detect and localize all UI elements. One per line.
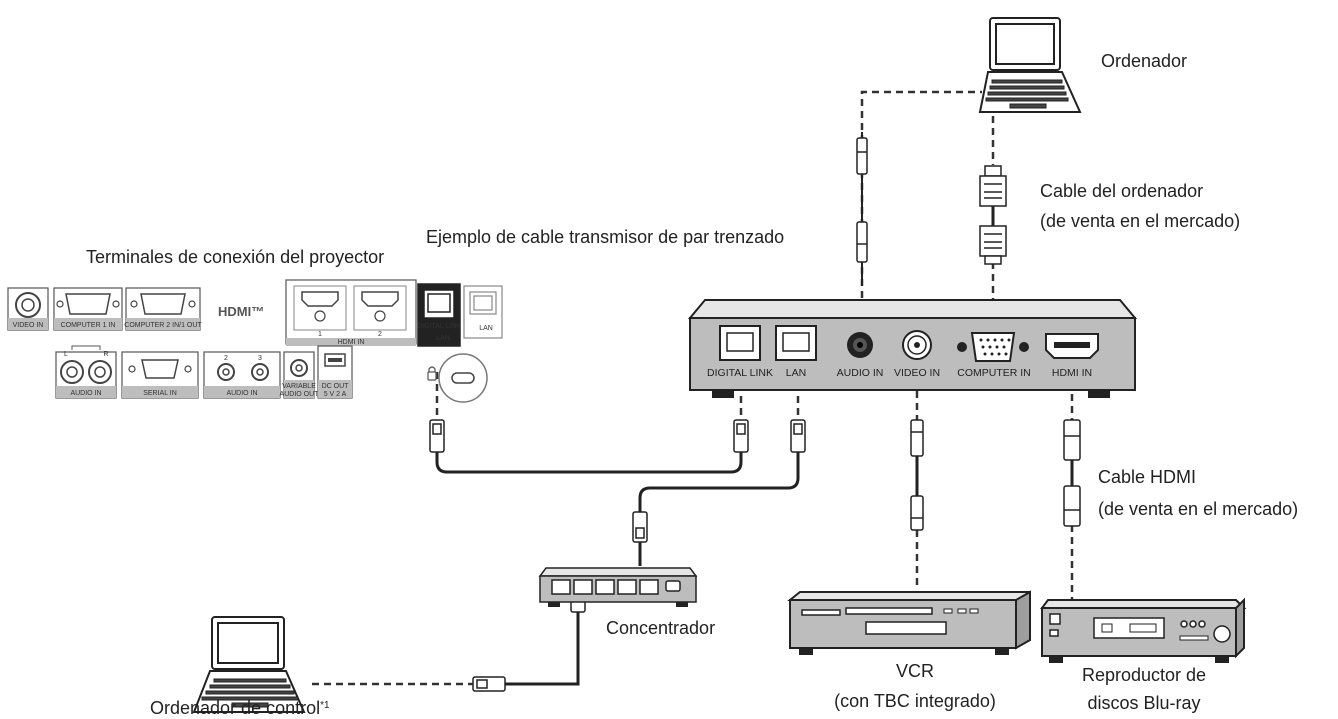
panel-label-audio-2: 2	[224, 355, 228, 362]
panel-round-button	[438, 353, 488, 403]
panel-security-lock-icon	[427, 366, 437, 381]
digital-link-twisted-pair-cable	[435, 452, 743, 474]
port-label-video-in: VIDEO IN	[894, 367, 940, 379]
audio-mini-jack-cable	[856, 132, 868, 286]
label-vcr-1: VCR	[895, 661, 934, 681]
label-bluray-1: Reproductor de	[1081, 665, 1207, 685]
panel-audio-in-lr	[55, 345, 117, 399]
panel-label-digital-link: DIGITAL LINK	[417, 323, 461, 330]
label-concentrador: Concentrador	[606, 618, 716, 638]
panel-video-in	[7, 287, 49, 331]
panel-label-variable-audio-out-2: AUDIO OUT	[280, 391, 320, 398]
panel-dc-out	[317, 345, 353, 399]
lan-cable-to-hub	[638, 452, 800, 514]
port-label-digital-link: DIGITAL LINK	[707, 367, 773, 379]
panel-label-audio-in-1: AUDIO IN	[70, 390, 101, 397]
rj45-connector-hub-top	[632, 511, 648, 543]
rj45-connector-control-pc	[472, 676, 506, 692]
hub-to-control-lan	[505, 612, 580, 686]
rj45-connector-projector	[429, 419, 445, 453]
label-cable-hdmi-1: Cable HDMI	[1098, 467, 1197, 487]
port-label-hdmi-in: HDMI IN	[1052, 367, 1092, 379]
panel-label-audio-r: R	[103, 351, 108, 358]
label-cable-ordenador-1: Cable del ordenador	[1040, 181, 1204, 201]
panel-computer1-in	[53, 287, 123, 331]
panel-lan	[463, 285, 503, 339]
panel-label-audio-l: L	[64, 351, 68, 358]
rca-video-cable	[910, 419, 924, 531]
transmitter-digital-link-port	[719, 325, 761, 361]
panel-label-hdmi-in: HDMI IN	[338, 339, 365, 346]
label-control-pc: Ordenador de control*1	[150, 695, 330, 719]
transmitter-lan-port	[775, 325, 817, 361]
laptop-control-pc-icon	[192, 616, 306, 713]
panel-label-variable-audio-out-1: VARIABLE	[282, 383, 316, 390]
solid-cables	[435, 452, 800, 686]
panel-audio-in-23	[203, 351, 281, 399]
label-cable-ordenador-2: (de venta en el mercado)	[1040, 211, 1241, 231]
transmitter-computer-in-port	[957, 332, 1029, 362]
panel-label-digital-link-lan: LAN	[436, 335, 450, 342]
hub-concentrador	[538, 567, 698, 607]
label-terminales: Terminales de conexión del proyector	[86, 247, 385, 267]
rj45-connector-transmitter-dl	[733, 419, 749, 453]
label-ordenador: Ordenador	[1101, 51, 1188, 71]
panel-computer2-in	[125, 287, 201, 331]
label-vcr-2: (con TBC integrado)	[834, 691, 996, 711]
label-control-pc-footnote: *1	[320, 700, 330, 711]
transmitter-hdmi-in-port	[1045, 333, 1099, 359]
projector-terminal-panel: VIDEO IN COMPUTER 1 IN COMPUTER 2 IN/1 O…	[7, 279, 503, 403]
panel-label-dc-out-1: DC OUT	[322, 383, 350, 390]
hdmi-cable	[1063, 419, 1081, 527]
port-label-audio-in: AUDIO IN	[837, 367, 884, 379]
panel-variable-audio-out	[283, 351, 315, 399]
panel-label-hdmi-1: 1	[318, 331, 322, 338]
panel-label-computer1-in: COMPUTER 1 IN	[61, 322, 116, 329]
panel-label-audio-in-2: AUDIO IN	[226, 390, 257, 397]
label-cable-hdmi-2: (de venta en el mercado)	[1098, 499, 1299, 519]
panel-label-hdmi-2: 2	[378, 331, 382, 338]
panel-hdmi-logo: HDMI™	[218, 304, 264, 319]
vga-computer-cable	[979, 165, 1007, 265]
audio-cable-to-ordenador	[860, 90, 982, 322]
transmitter-audio-in-port	[847, 332, 873, 358]
rj45-connectors	[429, 419, 806, 692]
panel-label-serial-in: SERIAL IN	[143, 390, 177, 397]
panel-label-lan: LAN	[479, 325, 493, 332]
vcr-device-icon	[787, 590, 1031, 655]
panel-label-dc-out-2: 5 V 2 A	[324, 391, 347, 398]
panel-serial-in	[121, 351, 199, 399]
panel-digital-link-lan	[417, 283, 461, 347]
panel-label-video-in: VIDEO IN	[13, 322, 44, 329]
label-control-pc-text: Ordenador de control	[150, 698, 321, 718]
bluray-player-icon	[1040, 597, 1247, 663]
port-label-computer-in: COMPUTER IN	[957, 367, 1031, 379]
panel-label-computer2-in: COMPUTER 2 IN/1 OUT	[124, 322, 202, 329]
port-label-lan: LAN	[786, 367, 806, 379]
panel-label-audio-3: 3	[258, 355, 262, 362]
laptop-ordenador-icon	[978, 17, 1082, 113]
label-bluray-2: discos Blu-ray	[1087, 693, 1201, 713]
label-twisted-pair: Ejemplo de cable transmisor de par trenz…	[426, 227, 785, 247]
transmitter-video-in-port	[902, 330, 932, 360]
panel-hdmi-in	[285, 279, 417, 346]
rj45-connector-transmitter-lan	[790, 419, 806, 453]
twisted-pair-transmitter: DIGITAL LINK LAN AUDIO IN VIDEO IN COMPU…	[687, 299, 1138, 398]
